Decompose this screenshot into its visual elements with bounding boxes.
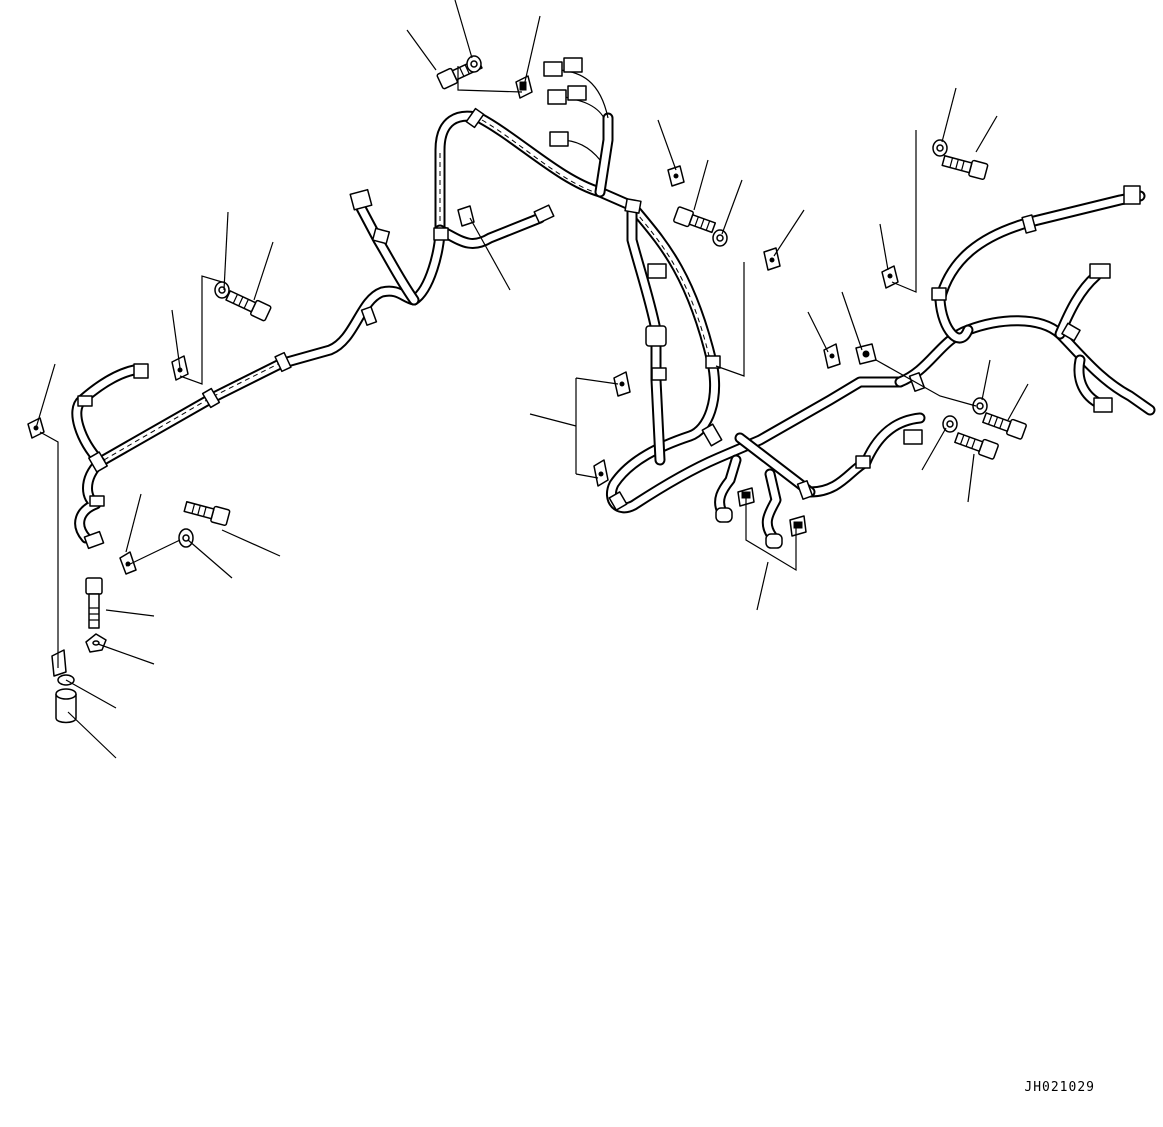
connector-icon — [533, 204, 555, 224]
connector-icon — [647, 263, 667, 279]
bolt-icon — [673, 206, 717, 234]
clamp-icon — [51, 649, 75, 686]
washer-icon — [178, 528, 194, 548]
leader-lines — [35, 0, 1029, 759]
connector-icon — [903, 429, 923, 445]
washer-icon — [214, 281, 230, 299]
bolt-icon — [183, 501, 231, 527]
connectors — [83, 57, 1141, 550]
connector-icon — [715, 507, 733, 523]
bolts — [85, 58, 1027, 629]
bolt-icon — [85, 577, 103, 629]
connector-icon — [547, 89, 567, 105]
clamp-icon — [593, 459, 609, 487]
washer-icon — [932, 139, 948, 157]
bolt-icon — [982, 412, 1027, 440]
washer-icon — [942, 415, 958, 433]
clamp-icon — [855, 343, 877, 365]
washer-icon — [712, 229, 728, 247]
harness-grommets — [77, 107, 1081, 511]
harness-branches — [71, 69, 1106, 544]
clamp-icon — [667, 165, 685, 187]
washers — [85, 55, 988, 653]
connector-icon — [349, 188, 373, 211]
clamps — [27, 75, 899, 686]
bolt-icon — [941, 155, 989, 181]
connector-icon — [1089, 263, 1111, 279]
connector-icon — [563, 57, 583, 73]
connector-icon — [549, 131, 569, 147]
washer-icon — [466, 55, 482, 73]
clamp-icon — [613, 371, 631, 397]
connector-icon — [1123, 185, 1141, 205]
connector-icon — [645, 325, 667, 347]
mounting-lines — [39, 66, 977, 668]
clamp-icon — [823, 343, 841, 369]
clamp-icon — [515, 75, 533, 99]
connector-icon — [567, 85, 587, 101]
clamp-icon — [457, 205, 475, 227]
washer-icon — [972, 397, 988, 415]
clamp-icon — [789, 515, 807, 537]
connector-icon — [133, 363, 149, 379]
bolt-icon — [225, 290, 272, 322]
washer-icon — [85, 633, 107, 653]
clamp-icon — [119, 551, 137, 575]
connector-icon — [1093, 397, 1113, 413]
reference-code: JH021029 — [1024, 1080, 1095, 1095]
clamp-icon — [737, 487, 755, 507]
connector-icon — [83, 530, 105, 550]
clamp-icon — [881, 265, 899, 289]
connector-icon — [765, 533, 783, 549]
bolt-icon — [954, 432, 999, 460]
connector-icon — [543, 61, 563, 77]
